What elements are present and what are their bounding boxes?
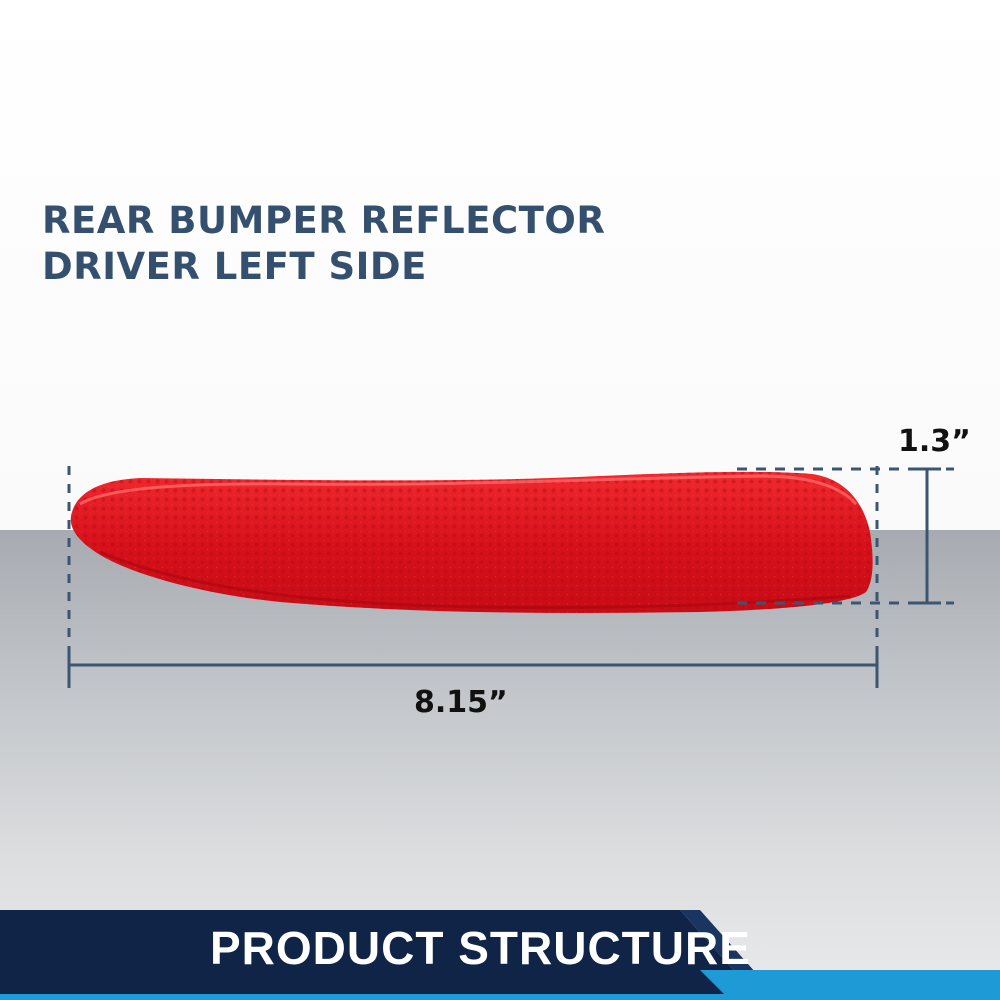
dimension-lines — [67, 466, 954, 688]
background-top — [0, 0, 1000, 530]
product-title: REAR BUMPER REFLECTOR DRIVER LEFT SIDE — [42, 198, 605, 290]
height-dimension-label: 1.3” — [898, 424, 971, 459]
product-title-line2: DRIVER LEFT SIDE — [42, 245, 427, 288]
footer-banner — [0, 910, 1000, 1000]
product-title-line1: REAR BUMPER REFLECTOR — [42, 199, 606, 242]
reflector — [70, 471, 873, 613]
width-dimension-label: 8.15” — [414, 685, 508, 720]
footer-label: PRODUCT STRUCTURE — [210, 922, 751, 974]
